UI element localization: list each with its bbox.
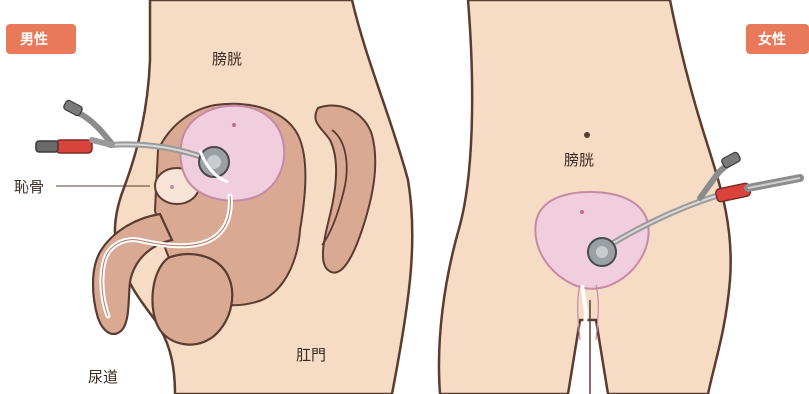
female-urethra (582, 285, 586, 372)
male-catheter-branch-cap (63, 99, 84, 116)
male-panel: 膀胱 恥骨 尿道 肛門 男性 (6, 0, 412, 394)
male-scrotum (152, 254, 232, 344)
female-catheter-balloon-core (596, 246, 608, 258)
male-bladder-dot (232, 123, 236, 127)
male-catheter-red-connector (56, 140, 92, 153)
male-badge-label: 男性 (20, 31, 48, 48)
anus-label: 肛門 (296, 346, 326, 364)
female-badge-label: 女性 (758, 31, 786, 48)
urethra-label: 尿道 (88, 368, 118, 386)
female-navel (584, 132, 590, 138)
pubic-bone-label: 恥骨 (14, 178, 44, 196)
female-panel: 膀胱 女性 (439, 0, 809, 394)
male-bladder-label: 膀胱 (212, 50, 242, 68)
male-catheter-end (36, 141, 58, 152)
male-pubic-dot (170, 185, 174, 189)
female-bladder-label: 膀胱 (564, 151, 594, 169)
female-catheter-branch-cap (721, 151, 742, 168)
female-bladder-dot (580, 210, 584, 214)
